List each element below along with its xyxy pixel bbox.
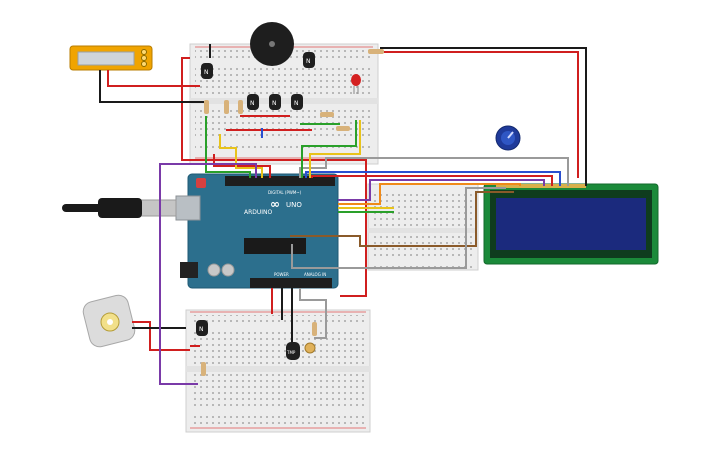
usb-port <box>175 195 201 221</box>
transistor[interactable]: N <box>247 94 259 110</box>
transistor[interactable]: N <box>201 63 213 79</box>
arduino-brand-label: UNO <box>286 201 302 209</box>
resistors <box>201 49 384 376</box>
lcd-display[interactable] <box>483 183 659 265</box>
svg-text:N: N <box>306 58 311 65</box>
transistor[interactable]: N <box>269 94 281 110</box>
resistor[interactable] <box>368 49 384 54</box>
svg-text:TMP: TMP <box>286 350 296 355</box>
svg-text:N: N <box>250 100 255 107</box>
svg-text:N: N <box>294 100 299 107</box>
transistor[interactable]: N <box>196 320 208 336</box>
power-header-label: POWER <box>274 272 289 277</box>
arduino-logo: ∞ <box>270 197 280 211</box>
transistor[interactable]: N <box>291 94 303 110</box>
resistor[interactable] <box>336 126 350 131</box>
temperature-sensor[interactable]: TMP <box>286 342 300 360</box>
lcd-screen <box>496 198 646 250</box>
potentiometer[interactable] <box>495 125 521 151</box>
power-jack <box>180 262 198 278</box>
resistor[interactable] <box>224 100 229 114</box>
digital-header-label: DIGITAL (PWM~) <box>268 190 302 195</box>
photoresistor[interactable] <box>304 342 316 354</box>
piezo-buzzer[interactable] <box>250 22 294 66</box>
wires <box>99 44 587 385</box>
svg-text:N: N <box>272 100 277 107</box>
red-led[interactable] <box>351 74 361 94</box>
arduino-name-label: ARDUINO <box>244 209 273 216</box>
atmega-chip <box>244 238 306 254</box>
slide-switch[interactable] <box>69 45 153 71</box>
resistor[interactable] <box>312 322 317 336</box>
breadboard-bottom <box>185 309 371 433</box>
reset-button[interactable] <box>196 178 206 188</box>
svg-text:N: N <box>204 69 209 76</box>
resistor[interactable] <box>204 100 209 114</box>
analog-header-label: ANALOG IN <box>304 272 326 277</box>
breadboard-right <box>367 183 479 271</box>
resistor[interactable] <box>201 362 206 376</box>
usb-cable <box>62 198 177 218</box>
resistor[interactable] <box>238 100 243 114</box>
transistors-top: N N N N N <box>201 52 315 110</box>
resistor[interactable] <box>320 112 334 117</box>
arduino-uno-board[interactable]: ARDUINO ∞ UNO DIGITAL (PWM~) POWER ANALO… <box>175 173 339 289</box>
svg-text:N: N <box>199 326 204 333</box>
dc-motor[interactable] <box>81 293 137 349</box>
transistor[interactable]: N <box>303 52 315 68</box>
